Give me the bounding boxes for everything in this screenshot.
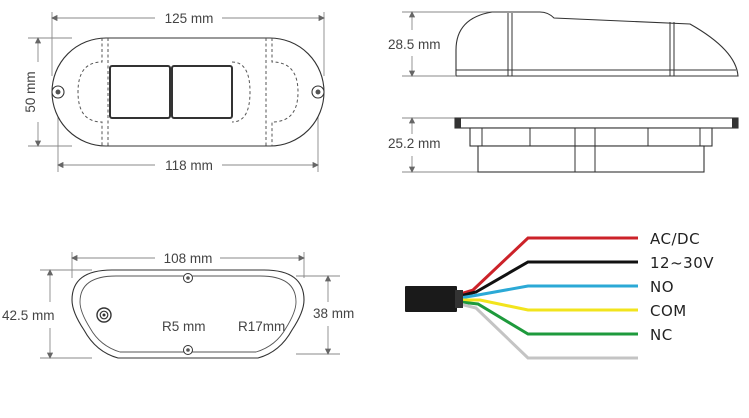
dim-hole-radius: R5 mm <box>162 319 206 334</box>
mount-hole-right-center <box>315 89 321 95</box>
cable-jacket <box>405 286 457 312</box>
base-view-inner <box>79 275 297 353</box>
dim-lid-height: 28.5 mm <box>388 37 441 52</box>
cable-sleeve <box>455 290 463 308</box>
wire-5 <box>459 302 638 360</box>
wire-4 <box>459 300 638 336</box>
wire-2 <box>459 284 638 300</box>
lens-left <box>109 65 171 119</box>
wire-3 <box>460 298 638 312</box>
base-hole-top-center <box>186 276 190 280</box>
base-body-upper <box>469 127 713 147</box>
dim-base-height: 25.2 mm <box>388 136 441 151</box>
dim-inner-length: 108 mm <box>164 251 213 266</box>
top-view: 125 mm 50 mm 118 mm <box>23 11 325 173</box>
dim-corner-radius: R17mm <box>238 319 285 334</box>
base-flange <box>454 117 739 129</box>
dim-height-50: 50 mm <box>23 71 38 112</box>
wire-1 <box>459 260 638 298</box>
wire-0 <box>459 236 638 296</box>
inner-dashed-left <box>77 38 103 146</box>
wire-label-1: 12~30V <box>650 254 714 272</box>
base-hole-bottom-center <box>186 348 190 352</box>
side-view: 28.5 mm 25.2 mm <box>388 11 739 173</box>
dim-overall-length: 125 mm <box>165 11 214 26</box>
base-view: 108 mm 42.5 mm 38 mm R5 mm R17mm <box>2 251 354 359</box>
dim-base-height-42: 42.5 mm <box>2 308 55 323</box>
wire-label-4: NC <box>650 326 673 344</box>
base-flange-tab-right <box>732 118 738 128</box>
base-body-lower <box>477 145 705 173</box>
wire-label-2: NO <box>650 278 674 296</box>
inner-dashed-arc <box>231 61 251 123</box>
wiring-diagram: AC/DC 12~30V NO COM NC <box>405 230 714 360</box>
dim-mount-length: 118 mm <box>165 158 213 173</box>
lens-right <box>171 65 233 119</box>
side-view-lid <box>455 11 739 77</box>
wire-label-3: COM <box>650 302 687 320</box>
cable-gland-center <box>102 313 106 317</box>
mount-hole-left-center <box>55 89 61 95</box>
wire-label-0: AC/DC <box>650 230 700 248</box>
base-flange-tab-left <box>455 118 461 128</box>
dim-base-width-38: 38 mm <box>313 306 354 321</box>
base-view-outer <box>71 269 305 359</box>
inner-dashed-right <box>271 38 299 146</box>
